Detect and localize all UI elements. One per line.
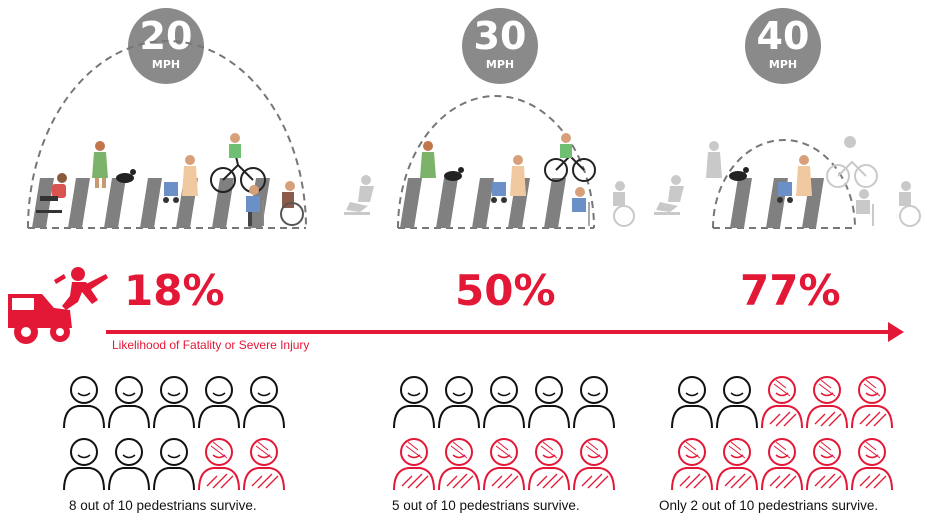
person-outline-icon	[716, 376, 758, 429]
person-outline-icon	[438, 376, 480, 429]
speed-value: 40	[756, 14, 810, 58]
vision-scene-20	[27, 40, 921, 229]
cyclist-icon	[544, 133, 596, 182]
person-outline-icon	[198, 376, 240, 429]
people-grid-40	[671, 376, 893, 491]
stroller-parent-icon	[777, 155, 812, 203]
speed-value: 20	[139, 14, 193, 58]
person-outline-icon	[243, 376, 285, 429]
speed-unit: MPH	[768, 58, 798, 71]
people-grid-20	[63, 376, 285, 491]
injured-person-icon	[671, 438, 713, 491]
crosswalk-stripes-30	[400, 178, 566, 228]
wheelchair-outside-icon	[613, 181, 635, 227]
dog-walker-icon	[706, 141, 749, 181]
caption-40: Only 2 out of 10 pedestrians survive.	[659, 498, 879, 513]
walker-elderly-icon	[246, 185, 264, 226]
pedestrian-figures-40	[706, 136, 921, 227]
person-outline-icon	[153, 376, 195, 429]
injured-person-icon	[761, 438, 803, 491]
risk-arrow	[106, 322, 904, 342]
injured-person-icon	[483, 438, 525, 491]
injured-person-icon	[761, 376, 803, 429]
injured-person-icon	[528, 438, 570, 491]
person-outline-icon	[153, 438, 195, 491]
speed-value: 30	[473, 14, 527, 58]
person-outline-icon	[573, 376, 615, 429]
injured-person-icon	[393, 438, 435, 491]
speed-badge-30: 30 MPH	[462, 8, 538, 84]
arrow-label: Likelihood of Fatality or Severe Injury	[112, 338, 310, 352]
wheelchair-outside-icon	[899, 181, 921, 227]
stroller-parent-icon	[163, 155, 198, 203]
person-outline-icon	[483, 376, 525, 429]
speed-unit: MPH	[151, 58, 181, 71]
skateboarder-icon	[36, 173, 67, 213]
skater-outside-icon	[654, 175, 684, 215]
people-grid-30	[393, 376, 615, 491]
vision-arc-40	[712, 139, 856, 229]
pedestrian-figures-20	[36, 133, 304, 226]
speed-unit: MPH	[485, 58, 515, 71]
dog-walker-icon	[92, 141, 136, 188]
injured-person-icon	[851, 438, 893, 491]
person-outline-icon	[528, 376, 570, 429]
speed-badge-40: 40 MPH	[745, 8, 821, 84]
speed-badge-20: 20 MPH	[128, 8, 204, 84]
person-outline-icon	[393, 376, 435, 429]
injured-person-icon	[806, 376, 848, 429]
injured-person-icon	[438, 438, 480, 491]
percent-40: 77%	[740, 266, 841, 315]
caption-20: 8 out of 10 pedestrians survive.	[69, 498, 257, 513]
car-crash-icon	[8, 267, 108, 344]
injured-person-icon	[851, 376, 893, 429]
walker-elderly-icon	[572, 187, 590, 226]
pedestrian-figures-30	[420, 133, 596, 226]
person-outline-icon	[671, 376, 713, 429]
person-outline-icon	[108, 376, 150, 429]
person-outline-icon	[63, 376, 105, 429]
injured-person-icon	[243, 438, 285, 491]
injured-person-icon	[806, 438, 848, 491]
wheelchair-user-icon	[280, 181, 304, 226]
person-outline-icon	[63, 438, 105, 491]
injured-person-icon	[198, 438, 240, 491]
skater-outside-icon	[344, 175, 374, 215]
walker-outside-icon	[856, 189, 874, 226]
stroller-parent-icon	[491, 155, 526, 203]
cyclist-outside-icon	[826, 136, 878, 188]
vision-arc-20	[27, 40, 307, 229]
caption-30: 5 out of 10 pedestrians survive.	[392, 498, 580, 513]
dog-walker-icon	[420, 141, 464, 181]
percent-20: 18%	[124, 266, 225, 315]
injured-person-icon	[716, 438, 758, 491]
person-outline-icon	[108, 438, 150, 491]
vision-arc-30	[397, 95, 595, 229]
injured-person-icon	[573, 438, 615, 491]
percent-30: 50%	[455, 266, 556, 315]
